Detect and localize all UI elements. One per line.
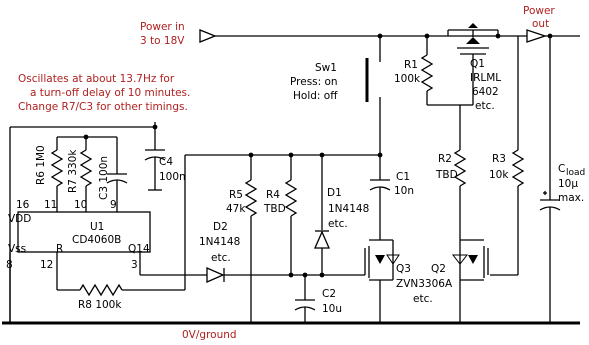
sw1-label: Sw1 [315, 62, 337, 74]
c1-label: C1 [396, 171, 410, 183]
r4-label: R4 [266, 189, 280, 201]
power-out-label: Power [523, 5, 555, 17]
r3-label: R3 [492, 153, 506, 165]
u1-part: CD4060B [72, 234, 121, 246]
c1-value: 10n [394, 185, 414, 197]
u1-r-pin: R [56, 243, 63, 255]
q3-label: Q3 [396, 263, 411, 275]
power-in-label: Power in [140, 21, 185, 33]
r6-label: R6 1M0 [35, 145, 47, 185]
r4-value: TBD [263, 203, 286, 215]
q1-label: Q1 [470, 58, 485, 70]
r3-value: 10k [489, 169, 509, 181]
c2-label: C2 [322, 288, 336, 300]
cload-label: C [558, 163, 565, 175]
power-out-arrow-icon [526, 29, 548, 43]
d2-part: 1N4148 [199, 236, 240, 248]
u1-ic-body [17, 211, 151, 253]
u1-vss: Vss [8, 243, 26, 255]
d1-diode-icon [314, 230, 330, 249]
q1-etc: etc. [475, 100, 495, 112]
d2-diode-icon [206, 267, 225, 283]
note-line-2: a turn-off delay of 10 minutes. [30, 87, 190, 99]
r2-label: R2 [438, 153, 452, 165]
u1-pin-3: 3 [131, 259, 138, 271]
c3-label: C3 100n [98, 156, 110, 200]
power-out-label-2: out [532, 18, 549, 30]
u1-pin-9: 9 [110, 199, 117, 211]
power-in-range: 3 to 18V [140, 35, 185, 47]
r5-value: 47k [226, 203, 246, 215]
q-etc: etc. [413, 293, 433, 305]
r5-label: R5 [229, 189, 243, 201]
u1-pin-10: 10 [74, 199, 87, 211]
c4-value: 100n [159, 171, 186, 183]
cload-subscript: load [566, 168, 585, 178]
r1-label: R1 [404, 59, 418, 71]
ground-label: 0V/ground [182, 329, 237, 341]
r7-label: R7 330k [67, 149, 79, 193]
u1-pin-11: 11 [44, 199, 57, 211]
d1-part: 1N4148 [328, 203, 369, 215]
sw1-hold: Hold: off [293, 90, 338, 102]
q1-part-2: 6402 [472, 86, 499, 98]
u1-vdd: VDD [8, 213, 31, 225]
q3-part: ZVN3306A [396, 278, 453, 290]
c4-label: C4 [159, 156, 173, 168]
u1-pin-8: 8 [6, 259, 13, 271]
cload-value: 10μ [558, 178, 578, 190]
c2-value: 10u [322, 303, 342, 315]
note-line-3: Change R7/C3 for other timings. [18, 101, 188, 113]
r8-label: R8 100k [78, 299, 122, 311]
r2-value: TBD [435, 169, 458, 181]
u1-pin-16: 16 [16, 199, 30, 211]
q1-part-1: IRLML [470, 72, 501, 84]
d2-etc: etc. [211, 252, 231, 264]
u1-label: U1 [90, 221, 104, 233]
power-in-arrow-icon [199, 29, 217, 43]
u1-pin-12: 12 [40, 259, 53, 271]
q2-label: Q2 [431, 263, 446, 275]
note-line-1: Oscillates at about 13.7Hz for [18, 73, 175, 85]
u1-q14: Q14 [128, 243, 150, 255]
cload-max: max. [558, 192, 584, 204]
q1-body-diode-icon [466, 37, 480, 44]
r1-value: 100k [394, 73, 421, 85]
d1-label: D1 [327, 187, 342, 199]
d1-etc: etc. [328, 218, 348, 230]
sw1-press: Press: on [290, 76, 338, 88]
d2-label: D2 [213, 221, 228, 233]
